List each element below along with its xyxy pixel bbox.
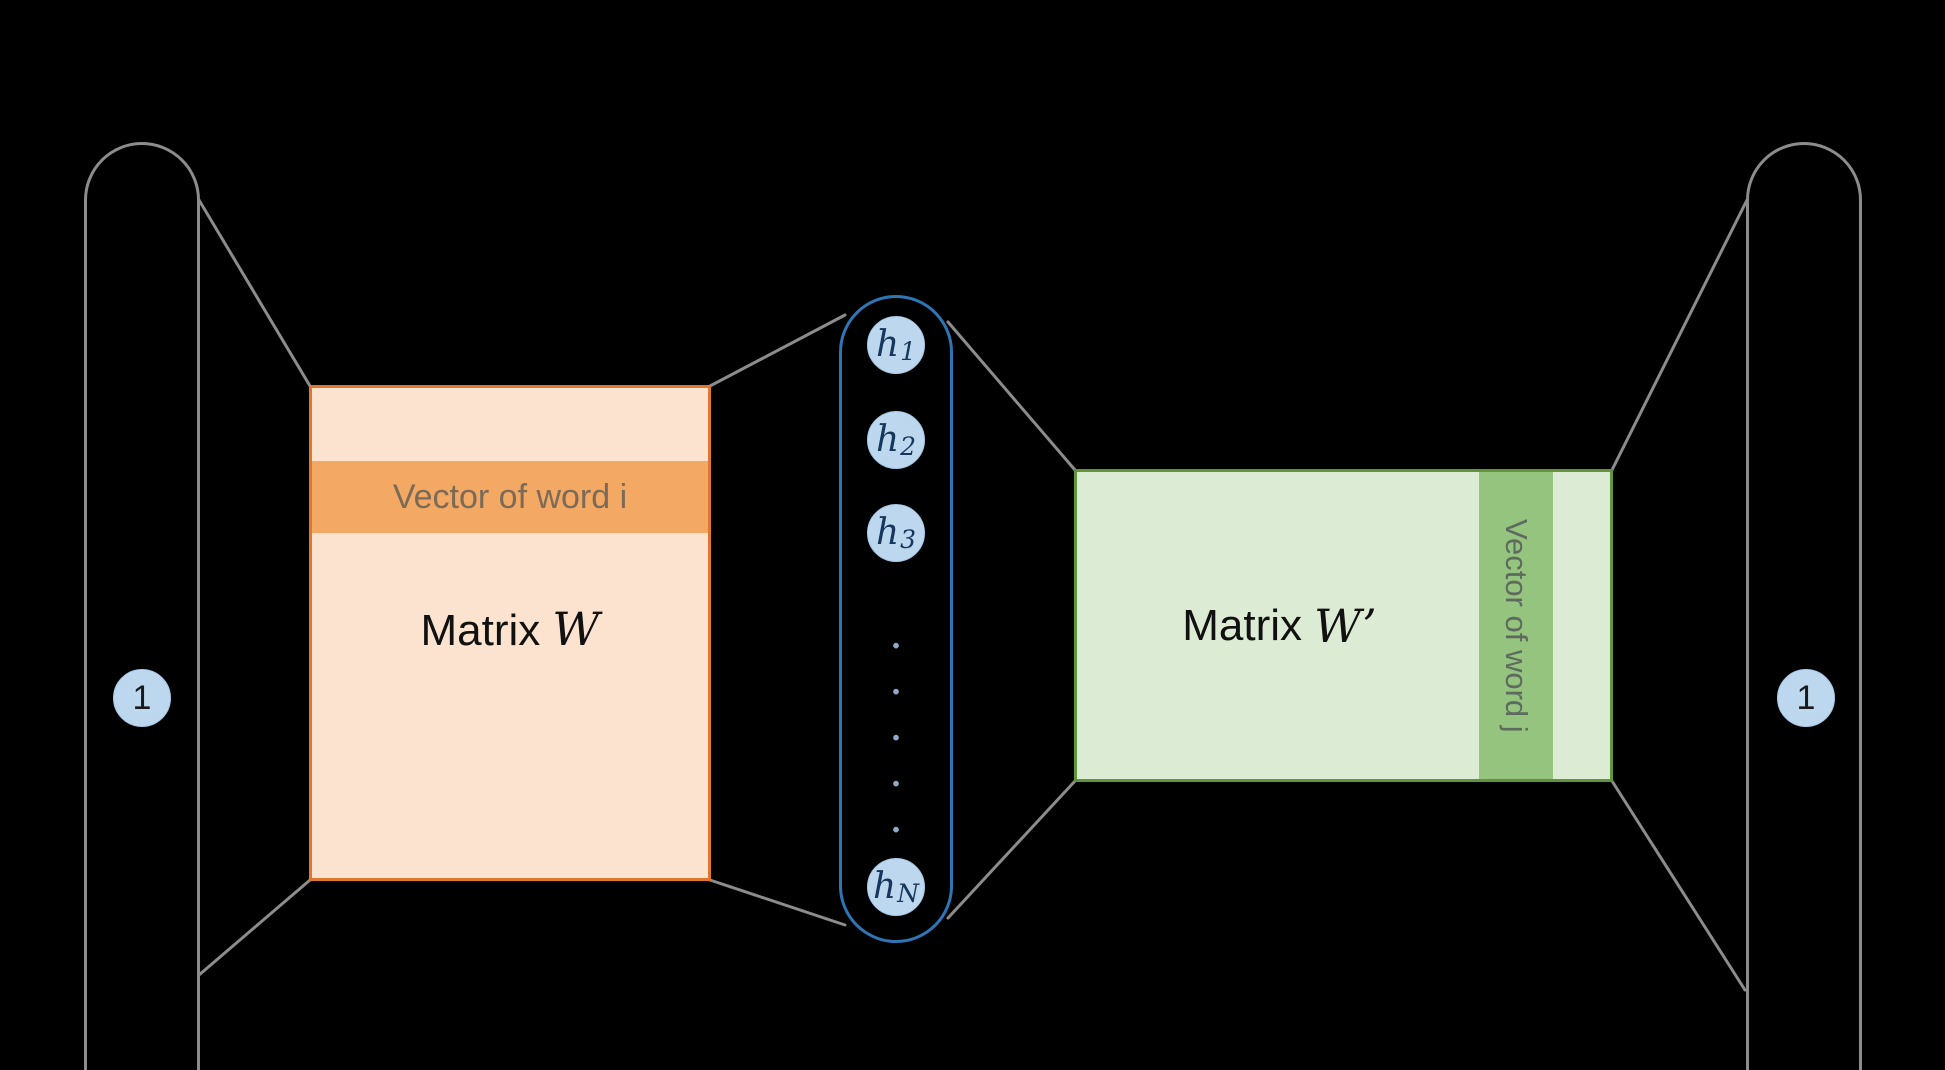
- ellipsis-dot: .: [889, 746, 903, 797]
- output-matrix-title-symbol: W’: [1314, 598, 1377, 653]
- hidden-node-3-label: h3: [875, 511, 917, 555]
- hidden-node-N: hN: [867, 858, 925, 916]
- output-node-label: 1: [1796, 678, 1816, 717]
- ellipsis-dot: .: [889, 700, 903, 751]
- connector-w-to-hidden-bottom: [708, 878, 847, 927]
- connector-hidden-to-wprime-bottom: [946, 779, 1077, 920]
- input-row-label: Vector of word i: [392, 477, 628, 516]
- output-layer-capsule: 1: [1746, 142, 1862, 1070]
- hidden-layer-ellipsis: . . . . .: [842, 608, 950, 846]
- connector-input-to-w-top: [197, 198, 312, 388]
- connector-input-to-w-bottom: [197, 878, 312, 977]
- input-matrix-title-text: Matrix: [420, 606, 541, 655]
- hidden-layer-capsule: h1 h2 h3 . . . . . hN: [839, 295, 953, 943]
- hidden-node-1-label: h1: [875, 323, 917, 367]
- input-node: 1: [113, 669, 171, 727]
- input-node-label: 1: [132, 678, 152, 717]
- hidden-node-N-label: hN: [872, 865, 920, 909]
- output-column-highlight: Vector of word j: [1479, 472, 1553, 779]
- input-matrix-title-symbol: W: [552, 602, 600, 656]
- output-node: 1: [1777, 669, 1835, 727]
- connector-w-to-hidden-top: [708, 313, 847, 388]
- hidden-node-2-label: h2: [875, 418, 917, 462]
- input-row-highlight: Vector of word i: [312, 461, 708, 533]
- connector-wprime-to-output-top: [1610, 198, 1749, 472]
- hidden-node-1: h1: [867, 316, 925, 374]
- hidden-node-3: h3: [867, 504, 925, 562]
- output-column-label: Vector of word j: [1499, 518, 1534, 733]
- hidden-node-2: h2: [867, 411, 925, 469]
- ellipsis-dot: .: [889, 608, 903, 659]
- input-layer-capsule: 1: [84, 142, 200, 1070]
- ellipsis-dot: .: [889, 792, 903, 843]
- connector-wprime-to-output-bottom: [1610, 779, 1747, 992]
- output-matrix-title-text: Matrix: [1182, 600, 1302, 650]
- connector-hidden-to-wprime-top: [946, 320, 1077, 472]
- ellipsis-dot: .: [889, 654, 903, 705]
